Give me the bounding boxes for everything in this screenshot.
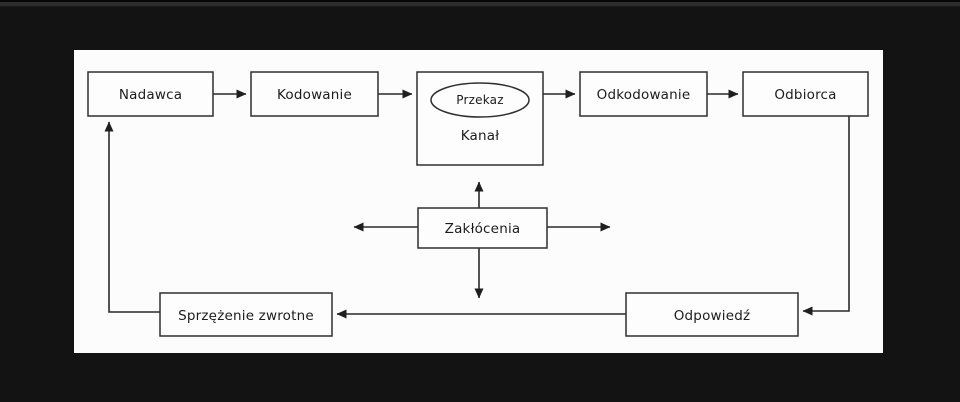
arrow-odbiorca-to-odpowiedz	[802, 116, 850, 316]
node-kodowanie: Kodowanie	[250, 71, 379, 117]
node-zaklocenia: Zakłócenia	[417, 207, 548, 249]
odbiorca-label: Odbiorca	[774, 87, 836, 103]
kodowanie-box	[250, 71, 379, 117]
node-kanal: Przekaz Kanał	[416, 71, 544, 166]
nadawca-box	[87, 71, 214, 117]
node-odkodowanie: Odkodowanie	[579, 71, 708, 117]
sprzezenie-zwrotne-box	[159, 292, 333, 337]
node-odbiorca: Odbiorca	[742, 71, 869, 117]
kanal-label: Kanał	[461, 128, 500, 144]
node-sprzezenie-zwrotne: Sprzężenie zwrotne	[159, 292, 333, 337]
przekaz-ellipse	[430, 82, 530, 118]
odkodowanie-box	[579, 71, 708, 117]
node-odpowiedz: Odpowiedź	[625, 292, 799, 337]
nadawca-label: Nadawca	[119, 87, 182, 103]
zaklocenia-box	[417, 207, 548, 249]
odpowiedz-label: Odpowiedź	[674, 308, 751, 324]
node-nadawca: Nadawca	[87, 71, 214, 117]
odkodowanie-label: Odkodowanie	[597, 87, 691, 103]
zaklocenia-label: Zakłócenia	[445, 221, 521, 237]
arrow-sprzezenie-to-nadawca	[104, 121, 160, 313]
top-window-strip	[0, 0, 960, 7]
przekaz-label: Przekaz	[456, 93, 503, 107]
kodowanie-label: Kodowanie	[277, 87, 352, 103]
odpowiedz-box	[625, 292, 799, 337]
sprzezenie-zwrotne-label: Sprzężenie zwrotne	[178, 308, 314, 324]
odbiorca-box	[742, 71, 869, 117]
